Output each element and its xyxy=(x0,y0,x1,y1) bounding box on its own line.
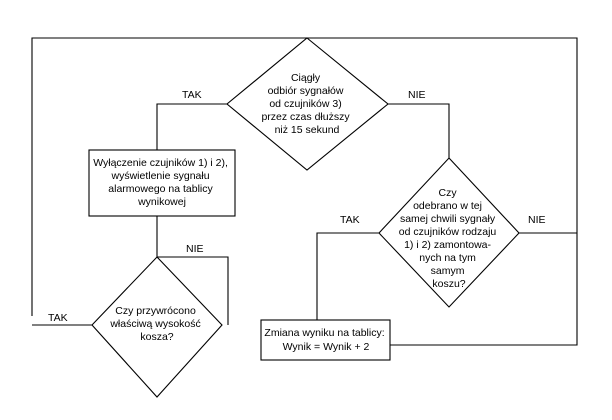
decision-main-line-4: przez czas dłuższy xyxy=(261,111,350,123)
process-disable-sensors-text: Wyłączenie czujników 1) i 2), wyświetlen… xyxy=(93,157,231,208)
decision-main-line-2: odbiór sygnałów xyxy=(268,85,344,97)
decision-simultaneous-signals-text: Czy odebrano w tej samej chwili sygnały … xyxy=(399,187,499,290)
process-disable-line-3: alarmowego na tablicy xyxy=(108,183,213,195)
decision-height-restored-shape xyxy=(91,256,223,398)
decision-height-restored: Czy przywrócono właściwą wysokość kosza? xyxy=(91,256,223,398)
decision-simultaneous-line-4: od czujników rodzaju xyxy=(399,226,497,238)
decision-continuous-signal-shape xyxy=(226,37,389,171)
decision-restored-line-3: kosza? xyxy=(140,331,173,343)
decision-simultaneous-signals: Czy odebrano w tej samej chwili sygnały … xyxy=(378,157,520,308)
decision-simultaneous-line-2: odebrano w tej xyxy=(413,200,482,212)
label-main-yes: TAK xyxy=(182,89,202,101)
decision-continuous-signal: Ciągły odbiór sygnałów od czujników 3) p… xyxy=(226,37,389,171)
decision-restored-line-1: Czy przywrócono xyxy=(115,305,196,317)
decision-simultaneous-line-5: 1) i 2) zamontowa- xyxy=(404,239,491,251)
process-disable-line-1: Wyłączenie czujników 1) i 2), xyxy=(93,157,228,169)
label-simultaneous-no: NIE xyxy=(528,214,546,226)
connector-simultaneous-yes xyxy=(316,232,379,320)
connectors xyxy=(31,37,578,346)
decision-simultaneous-line-8: koszu? xyxy=(432,278,465,290)
process-score-line-1: Zmiana wyniku na tablicy: xyxy=(264,327,384,339)
decision-simultaneous-line-1: Czy xyxy=(438,187,457,199)
decision-main-line-3: od czujników 3) xyxy=(269,98,341,110)
label-restored-yes: TAK xyxy=(48,312,68,324)
connector-restored-no xyxy=(157,256,229,325)
decision-restored-line-2: właściwą wysokość xyxy=(109,318,200,330)
label-simultaneous-yes: TAK xyxy=(340,214,360,226)
decision-height-restored-text: Czy przywrócono właściwą wysokość kosza? xyxy=(109,305,203,343)
decision-main-line-5: niż 15 sekund xyxy=(275,124,340,136)
connector-main-no xyxy=(388,103,450,158)
process-score-change-shape xyxy=(260,319,391,361)
decision-simultaneous-line-6: nych na tym xyxy=(419,252,476,264)
connector-main-yes xyxy=(156,103,227,150)
process-disable-sensors: Wyłączenie czujników 1) i 2), wyświetlen… xyxy=(88,149,236,217)
decision-main-line-1: Ciągły xyxy=(291,72,321,84)
decision-simultaneous-line-3: samej chwili sygnały xyxy=(400,213,496,225)
process-score-change-text: Zmiana wyniku na tablicy: Wynik = Wynik … xyxy=(264,327,387,353)
connector-top-loop xyxy=(31,37,578,346)
decision-continuous-signal-text: Ciągły odbiór sygnałów od czujników 3) p… xyxy=(261,72,352,136)
process-score-change: Zmiana wyniku na tablicy: Wynik = Wynik … xyxy=(260,319,391,361)
process-score-line-2: Wynik = Wynik + 2 xyxy=(283,341,370,353)
decision-simultaneous-line-7: samym xyxy=(431,265,465,277)
process-disable-sensors-shape xyxy=(88,149,236,217)
process-disable-line-4: wynikowej xyxy=(137,196,186,208)
decision-simultaneous-signals-shape xyxy=(378,157,520,308)
branch-labels: TAK NIE NIE TAK TAK NIE xyxy=(48,89,546,324)
label-main-no: NIE xyxy=(408,89,426,101)
process-disable-line-2: wyświetlenie sygnału xyxy=(111,170,210,182)
label-restored-no: NIE xyxy=(186,243,204,255)
